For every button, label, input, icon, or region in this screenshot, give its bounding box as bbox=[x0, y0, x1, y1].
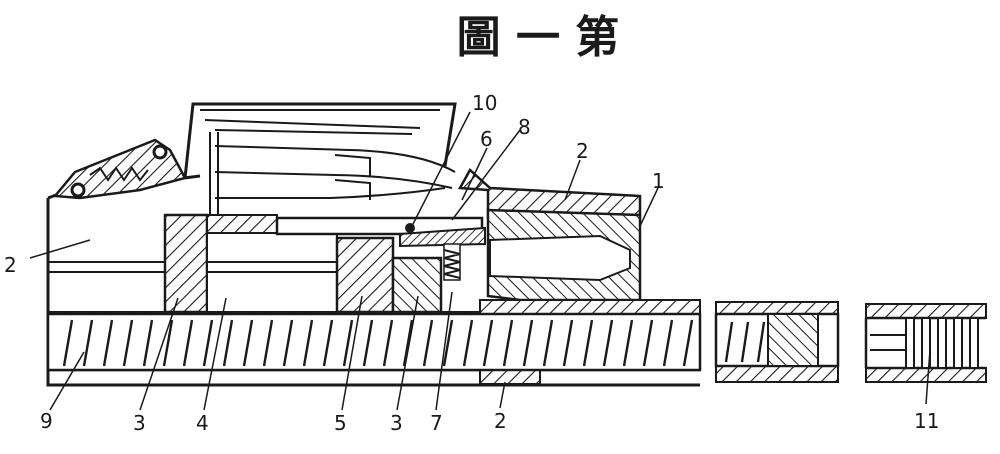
magazine-box bbox=[183, 102, 457, 215]
callout-10: 10 bbox=[472, 91, 497, 115]
latch-assembly bbox=[52, 138, 187, 200]
part-11-rings bbox=[905, 317, 979, 369]
callout-9: 9 bbox=[40, 409, 53, 433]
callout-7: 7 bbox=[430, 411, 443, 435]
callout-4: 4 bbox=[196, 411, 209, 435]
part-7-spring bbox=[443, 243, 461, 281]
callout-2-bottom: 2 bbox=[494, 409, 507, 433]
barrel-bore bbox=[489, 234, 631, 282]
right-section bbox=[864, 303, 987, 383]
callout-6: 6 bbox=[480, 127, 493, 151]
callout-11: 11 bbox=[914, 409, 939, 433]
callout-8: 8 bbox=[518, 115, 531, 139]
part-5-block bbox=[335, 236, 395, 314]
part-9-main-spring bbox=[46, 312, 702, 372]
part-3-middle-block bbox=[391, 256, 443, 314]
top-bar-left bbox=[206, 214, 278, 234]
callout-2-left: 2 bbox=[4, 253, 17, 277]
part-2-barrel-housing bbox=[457, 168, 642, 220]
guide-tube-right bbox=[479, 299, 701, 315]
callout-5: 5 bbox=[334, 411, 347, 435]
leader-lines bbox=[29, 111, 931, 411]
figure-title: 圖 一 第 bbox=[457, 12, 620, 63]
callout-3-middle: 3 bbox=[390, 411, 403, 435]
callout-2-top: 2 bbox=[576, 139, 589, 163]
callout-3-left: 3 bbox=[133, 411, 146, 435]
part-6-lever bbox=[399, 226, 486, 248]
callout-labels: 10 8 6 2 1 2 9 3 4 5 3 7 2 11 bbox=[4, 91, 939, 435]
part-3-left-block bbox=[163, 213, 209, 314]
middle-section bbox=[714, 301, 840, 383]
callout-1: 1 bbox=[652, 169, 665, 193]
top-slide-rail bbox=[275, 216, 484, 236]
